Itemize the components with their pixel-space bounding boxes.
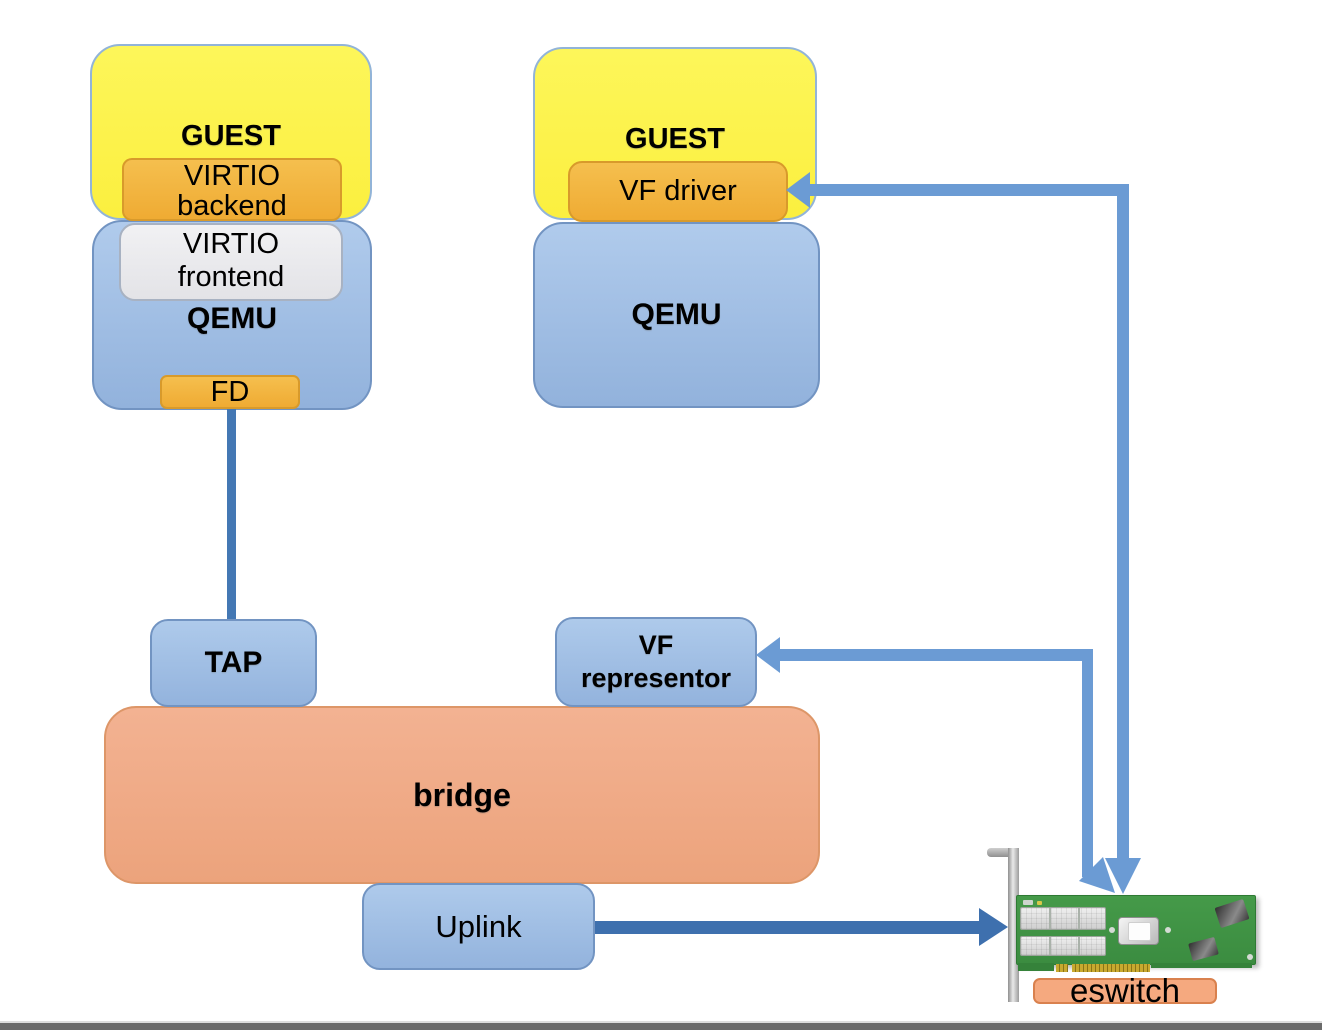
virtio-frontend-line1: VIRTIO (182, 228, 280, 260)
window-edge-highlight (0, 1021, 1322, 1023)
nic-dot (1247, 954, 1253, 960)
arrowhead-left-icon (786, 172, 810, 208)
eswitch-label: eswitch (1069, 972, 1181, 1009)
uplink-box: Uplink (362, 883, 595, 970)
nic-component-chip (1188, 936, 1219, 962)
fd-label: FD (210, 375, 250, 408)
vf-representor-line2: representor (580, 663, 732, 693)
bridge-label: bridge (413, 776, 511, 813)
nic-dot (1109, 927, 1115, 933)
virtio-frontend-line2: frontend (177, 261, 285, 293)
nic-gold-fingers (1056, 964, 1068, 972)
nic-asic-chip (1118, 917, 1159, 945)
nic-card-image (985, 845, 1260, 1005)
nic-bracket-top (987, 848, 1019, 857)
vf-representor-line1: VF (638, 630, 674, 660)
virtio-backend-box: VIRTIO backend (122, 158, 342, 221)
eswitch-box: eswitch (1033, 972, 1217, 1009)
uplink-label: Uplink (435, 908, 522, 944)
bridge-box: bridge (104, 706, 820, 884)
nic-board (1016, 895, 1256, 965)
virtio-backend-line1: VIRTIO (183, 160, 281, 192)
arrowhead-down-icon (1105, 858, 1141, 894)
connector-fd-tap (227, 407, 236, 621)
fd-box: FD (160, 375, 300, 409)
nic-edge-tab (1018, 963, 1054, 971)
arrowhead-left-icon (756, 637, 780, 673)
nic-gold-fingers (1072, 964, 1150, 972)
vf-driver-label: VF driver (619, 175, 737, 207)
virtio-backend-line2: backend (177, 190, 287, 222)
qemu-left-label: QEMU (187, 302, 277, 335)
nic-mark (1023, 900, 1033, 905)
nic-bracket (1008, 848, 1019, 1002)
vf-representor-box: VF representor (555, 617, 757, 707)
vf-driver-box: VF driver (568, 161, 788, 222)
guest-right-label: GUEST (625, 123, 725, 155)
window-bottom-bar (0, 1023, 1322, 1030)
tap-label: TAP (204, 646, 263, 679)
nic-port-lower (1020, 936, 1106, 956)
nic-component-chip (1214, 898, 1250, 929)
qemu-right-label: QEMU (631, 298, 722, 331)
nic-edge-tab (1151, 963, 1252, 968)
qemu-box-right: QEMU (533, 222, 820, 408)
virtio-frontend-box: VIRTIO frontend (119, 223, 343, 301)
guest-left-label: GUEST (181, 120, 281, 152)
nic-dot (1165, 927, 1171, 933)
tap-box: TAP (150, 619, 317, 707)
nic-mark-yellow (1037, 901, 1042, 905)
arrowhead-right-icon (979, 908, 1008, 946)
nic-port-upper (1020, 907, 1106, 930)
